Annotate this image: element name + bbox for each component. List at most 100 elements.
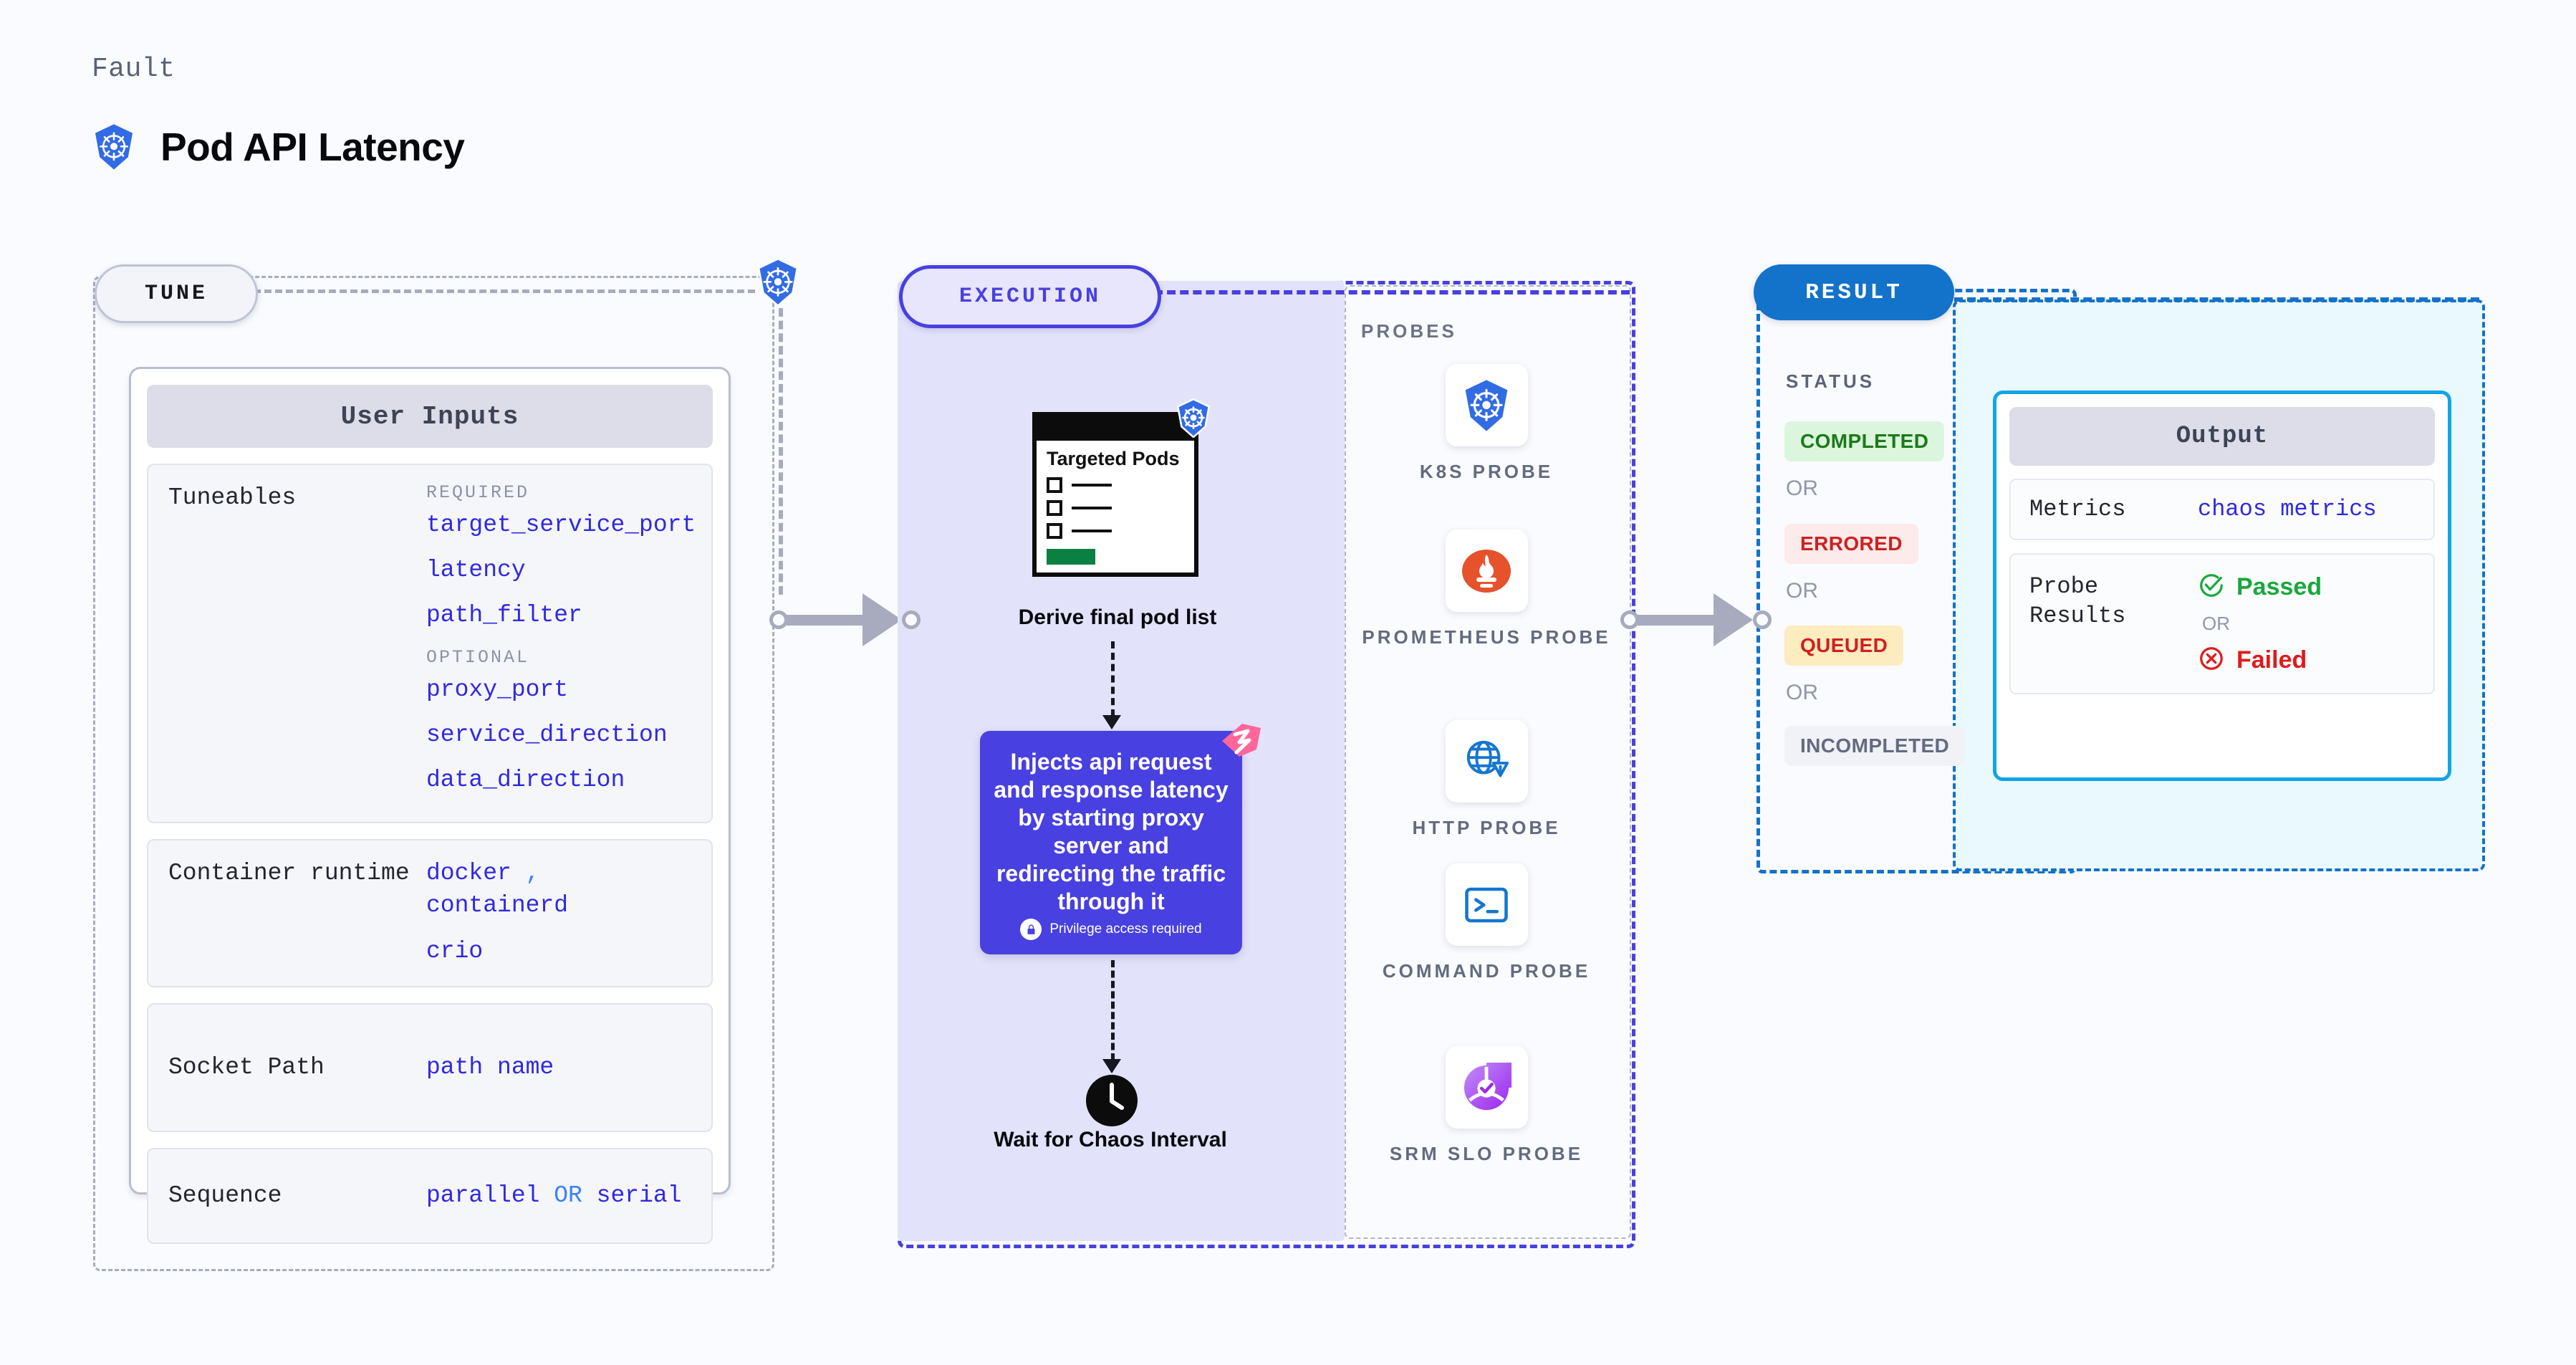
sequence-parallel[interactable]: parallel	[426, 1182, 540, 1209]
probe-results-or: OR	[2202, 612, 2230, 634]
probe-label: K8S PROBE	[1419, 461, 1554, 482]
flow-line-inject-to-wait	[1111, 960, 1115, 1060]
check-circle-icon	[2198, 572, 2225, 603]
socket-path-key: Socket Path	[168, 1054, 325, 1081]
tune-stage-pill[interactable]: TUNE	[95, 264, 258, 323]
status-or-1: OR	[1786, 476, 1818, 500]
derive-final-pod-list-label: Derive final pod list	[1018, 605, 1217, 629]
probe-result-passed: Passed	[2198, 572, 2322, 603]
probe-srm-slo[interactable]: SRM SLO PROBE	[1345, 1046, 1628, 1167]
probe-label: HTTP PROBE	[1412, 817, 1561, 838]
result-stage-pill[interactable]: RESULT	[1754, 264, 1954, 320]
result-top-dashed-connector	[1954, 297, 2479, 302]
probe-label: COMMAND PROBE	[1382, 960, 1591, 982]
checkbox-icon	[1047, 500, 1062, 517]
probe-label: SRM SLO PROBE	[1389, 1143, 1584, 1164]
tuneables-key: Tuneables	[168, 484, 297, 511]
flow-arrowhead	[1102, 715, 1121, 729]
tunable-latency[interactable]: latency	[426, 557, 526, 583]
connector-arrowhead	[862, 593, 902, 646]
status-badge-errored: ERRORED	[1784, 524, 1918, 564]
failed-label: Failed	[2236, 646, 2307, 674]
user-inputs-title: User Inputs	[147, 385, 713, 448]
probe-results-key: Probe Results	[2029, 573, 2126, 630]
runtime-crio[interactable]: crio	[426, 938, 484, 965]
kubernetes-icon	[1175, 398, 1212, 441]
connector-start-dot	[1620, 610, 1639, 629]
metrics-key: Metrics	[2029, 496, 2126, 522]
kubernetes-icon	[1445, 364, 1528, 446]
pod-progress-bar	[1047, 549, 1095, 565]
execution-top-dashed-connector	[1154, 290, 1630, 294]
inject-latency-card: Injects api request and response latency…	[980, 731, 1242, 954]
probe-label: PROMETHEUS PROBE	[1362, 626, 1611, 648]
sequence-or: OR	[554, 1182, 582, 1209]
status-badge-queued: QUEUED	[1784, 626, 1904, 666]
targeted-pods-title: Targeted Pods	[1047, 448, 1180, 469]
tunable-target-service-port[interactable]: target_service_port	[426, 512, 696, 538]
passed-label: Passed	[2236, 573, 2322, 600]
container-runtime-row: Container runtime docker , containerd cr…	[147, 839, 713, 987]
pod-list-item	[1047, 477, 1194, 494]
required-group-label: REQUIRED	[426, 482, 530, 503]
output-card-title: Output	[2009, 407, 2435, 466]
status-title: STATUS	[1786, 370, 1875, 392]
page-title: Pod API Latency	[160, 125, 465, 169]
runtime-containerd[interactable]: containerd	[426, 891, 569, 919]
runtime-docker[interactable]: docker	[426, 860, 511, 886]
privilege-note: Privilege access required	[980, 919, 1242, 940]
tunable-proxy-port[interactable]: proxy_port	[426, 676, 569, 703]
tunable-service-direction[interactable]: service_direction	[426, 722, 668, 748]
pod-list-item	[1047, 500, 1194, 517]
tuneables-row: Tuneables REQUIRED target_service_port l…	[147, 464, 713, 823]
probe-command[interactable]: COMMAND PROBE	[1345, 863, 1628, 984]
globe-warning-icon	[1445, 720, 1528, 803]
sequence-serial[interactable]: serial	[596, 1182, 682, 1209]
inject-card-text: Injects api request and response latency…	[994, 749, 1229, 915]
page-title-row: Pod API Latency	[92, 123, 465, 171]
probe-http[interactable]: HTTP PROBE	[1345, 720, 1628, 840]
execution-stage-pill[interactable]: EXECUTION	[899, 265, 1161, 328]
pod-line	[1072, 484, 1112, 487]
connector-end-dot	[902, 610, 921, 629]
probe-prometheus[interactable]: PROMETHEUS PROBE	[1345, 530, 1628, 650]
pod-list-item	[1047, 523, 1194, 540]
runtime-separator: ,	[525, 860, 540, 886]
connector-tune-to-execution	[769, 593, 921, 646]
pods-card-titlebar	[1037, 416, 1194, 441]
connector-execution-to-result	[1620, 593, 1772, 646]
lock-icon	[1020, 919, 1042, 940]
connector-bar	[1638, 614, 1716, 626]
status-or-3: OR	[1786, 681, 1818, 704]
socket-path-row: Socket Path path name	[147, 1003, 713, 1132]
probe-k8s[interactable]: K8S PROBE	[1345, 364, 1628, 484]
status-badge-completed: COMPLETED	[1784, 421, 1945, 461]
wait-for-chaos-interval-label: Wait for Chaos Interval	[994, 1128, 1227, 1151]
kubernetes-icon	[755, 257, 801, 310]
tunable-data-direction[interactable]: data_direction	[426, 767, 625, 793]
tunable-path-filter[interactable]: path_filter	[426, 602, 582, 628]
sequence-key: Sequence	[168, 1182, 282, 1210]
probe-results-row: Probe Results Passed OR	[2009, 552, 2435, 694]
x-circle-icon	[2198, 645, 2225, 676]
sequence-row: Sequence parallel OR serial	[147, 1148, 713, 1244]
socket-path-value[interactable]: path name	[426, 1053, 554, 1081]
flow-line-derive-to-inject	[1111, 641, 1115, 717]
pod-line	[1072, 530, 1112, 533]
container-runtime-key: Container runtime	[168, 860, 410, 886]
fault-eyebrow-label: Fault	[92, 54, 176, 85]
checkbox-icon	[1047, 477, 1062, 494]
probes-title: PROBES	[1361, 320, 1457, 342]
metrics-value[interactable]: chaos metrics	[2198, 496, 2377, 523]
targeted-pods-card: Targeted Pods	[1032, 412, 1198, 577]
connector-start-dot	[769, 610, 788, 629]
privilege-note-text: Privilege access required	[1049, 921, 1202, 937]
checkbox-icon	[1047, 523, 1062, 540]
flow-arrowhead	[1102, 1059, 1121, 1073]
terminal-icon	[1445, 863, 1528, 946]
status-or-2: OR	[1786, 579, 1818, 603]
litmus-logo-icon	[1218, 721, 1264, 769]
pod-line	[1072, 507, 1112, 510]
tune-top-dashed-connector	[254, 289, 755, 293]
probe-result-failed: Failed	[2198, 645, 2322, 676]
